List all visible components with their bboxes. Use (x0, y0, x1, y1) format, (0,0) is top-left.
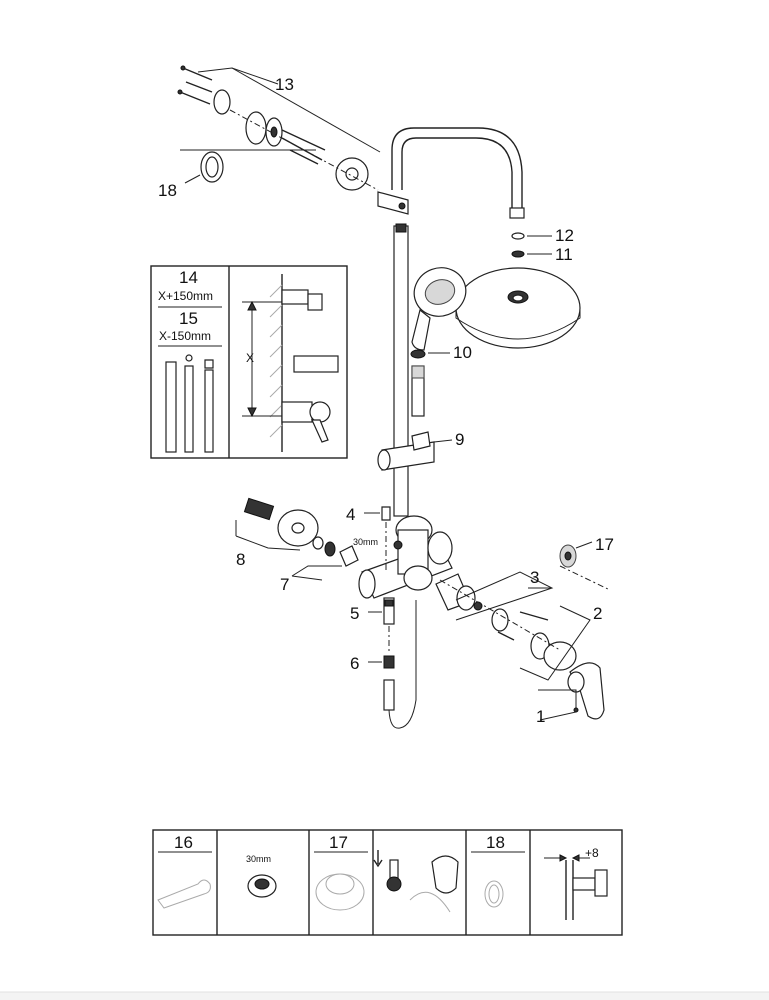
lever-handle-1 (538, 662, 605, 721)
nozzle-4 (381, 506, 391, 521)
callout-4: 4 (346, 505, 355, 524)
inset-dimension-x: X (246, 351, 254, 365)
check-valve-5 (368, 597, 395, 625)
callout-18: 18 (158, 181, 177, 200)
callout-9: 9 (455, 430, 464, 449)
callout-1: 1 (536, 707, 545, 726)
callout-7: 7 (280, 575, 289, 594)
cap-17 (559, 541, 611, 591)
slide-holder (377, 431, 453, 471)
tool-number-18: 18 (486, 833, 505, 852)
nut-size-label: 30mm (353, 537, 378, 547)
page-footer-band (0, 992, 769, 1000)
callout-13: 13 (275, 75, 294, 94)
callout-3: 3 (530, 568, 539, 587)
hand-shower (410, 267, 467, 417)
inset-number-14: 14 (179, 268, 198, 287)
escutcheon-2 (519, 605, 591, 681)
head-shower (455, 267, 581, 349)
callout-8: 8 (236, 550, 245, 569)
washer-11 (511, 250, 525, 258)
thermostat-mixer-body (358, 515, 453, 599)
offset-label: +8 (585, 846, 599, 860)
nut-7 (291, 536, 359, 581)
inset-number-15: 15 (179, 309, 198, 328)
tool-strip (152, 829, 623, 936)
inset-dimension-14: X+150mm (158, 289, 213, 303)
washer-12 (511, 232, 525, 240)
tool-number-16: 16 (174, 833, 193, 852)
inset-dimension-15: X-150mm (159, 329, 211, 343)
callout-17: 17 (595, 535, 614, 554)
wrench-size-label: 30mm (246, 854, 271, 864)
tool-number-17: 17 (329, 833, 348, 852)
callout-6: 6 (350, 654, 359, 673)
lower-hose-nut (383, 679, 395, 711)
shower-riser (391, 127, 525, 517)
callout-12: 12 (555, 226, 574, 245)
callout-2: 2 (593, 604, 602, 623)
callout-5: 5 (350, 604, 359, 623)
filter-6 (368, 655, 395, 669)
connector-8 (235, 497, 319, 551)
callout-11: 11 (555, 245, 573, 264)
callout-10: 10 (453, 343, 472, 362)
riser-length-inset (150, 265, 348, 459)
wall-bracket-assembly (177, 65, 409, 215)
